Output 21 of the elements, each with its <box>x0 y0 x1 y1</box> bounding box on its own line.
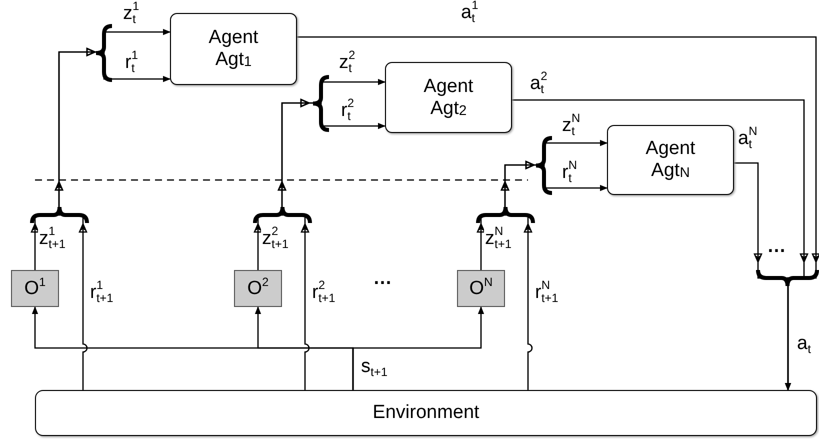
observation-box <box>11 270 59 307</box>
agent-box <box>170 13 297 85</box>
environment-box <box>35 390 817 436</box>
arrow <box>278 98 386 391</box>
arrow <box>254 78 386 271</box>
arrow <box>476 140 608 271</box>
node-label: O$^{1}$ <box>24 278 46 300</box>
arrow <box>500 160 608 391</box>
arrow <box>733 162 792 391</box>
arrow <box>352 306 484 390</box>
node-label: O$^{2}$ <box>247 278 269 300</box>
observation-box <box>234 270 282 307</box>
agent-box <box>385 62 512 133</box>
observation-box <box>457 270 505 307</box>
ellipsis: … <box>766 236 789 259</box>
ellipsis: … <box>372 268 395 291</box>
node-label: Environment <box>372 402 480 424</box>
agent-box <box>607 125 734 195</box>
node-label: O$^{N}$ <box>469 278 493 300</box>
arrow <box>30 28 171 271</box>
arrow <box>54 48 171 391</box>
